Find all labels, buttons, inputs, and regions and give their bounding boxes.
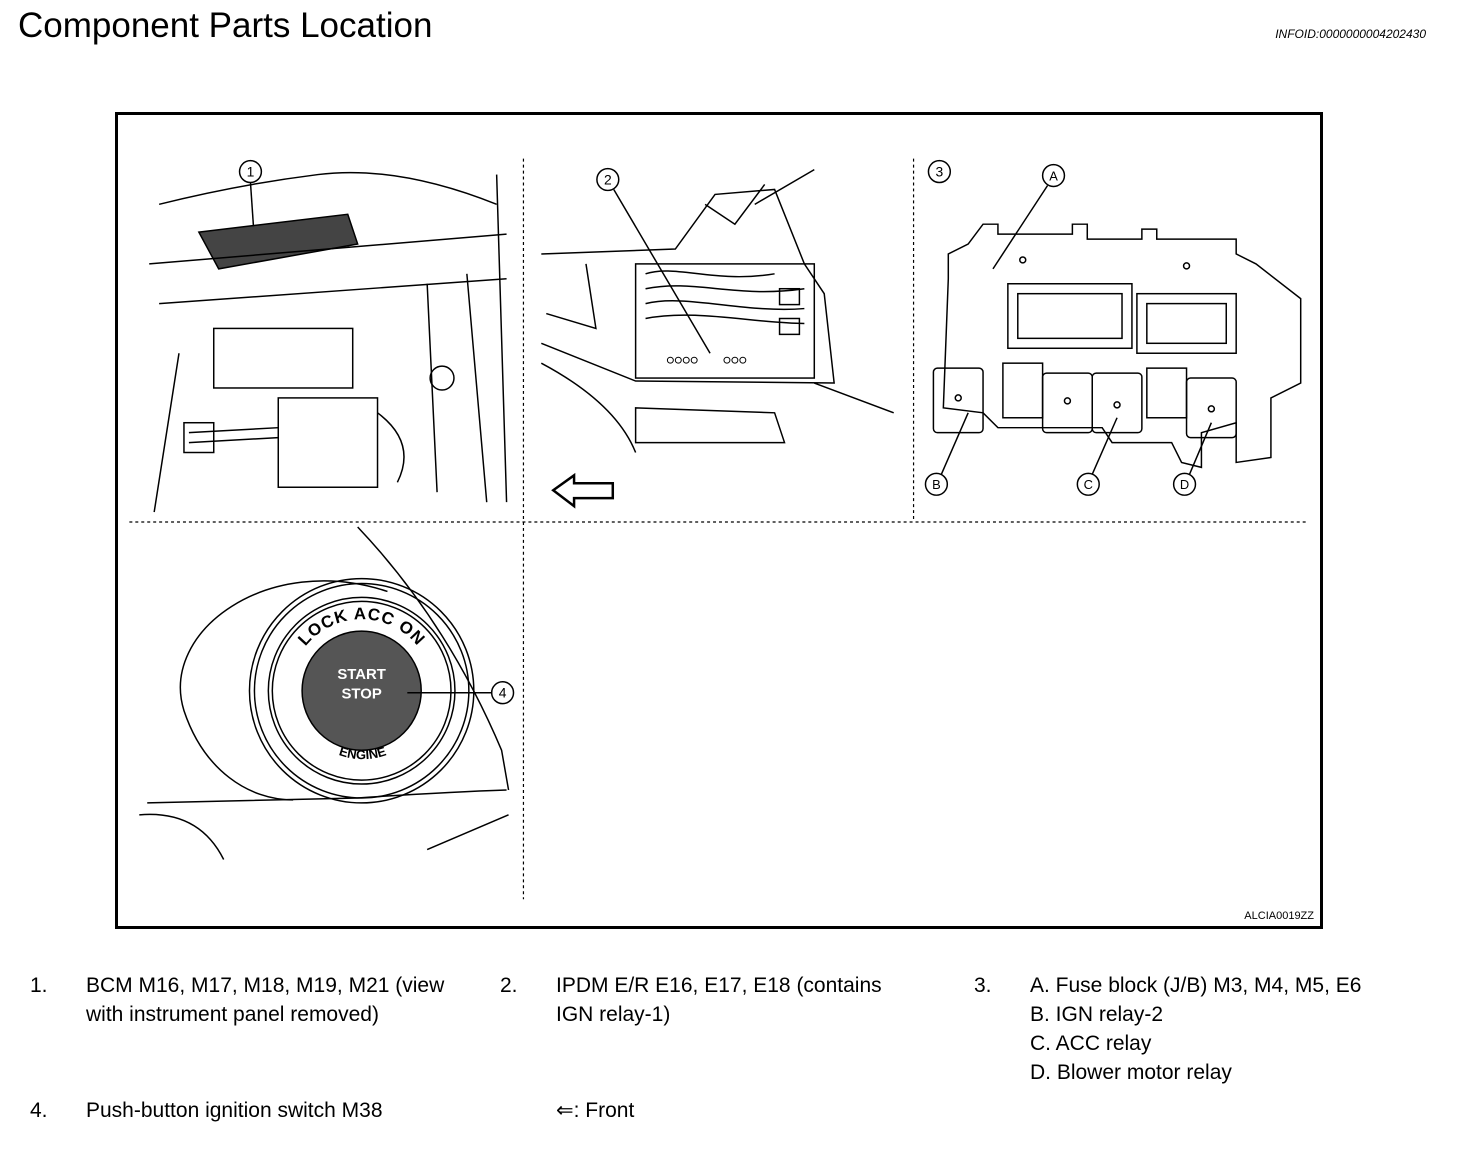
- front-arrow-icon: [551, 472, 615, 509]
- callout-c: C: [1076, 417, 1118, 496]
- legend-3-line-3: C. ACC relay: [1030, 1032, 1152, 1055]
- callout-1: 1: [238, 159, 263, 227]
- component-figure: 1 2: [115, 112, 1323, 929]
- info-id: INFOID:0000000004202430: [1275, 27, 1426, 41]
- callout-2-label: 2: [604, 171, 612, 187]
- callout-2: 2: [596, 167, 711, 354]
- legend-2-line-2: IGN relay-1): [556, 1003, 671, 1026]
- callout-4-label: 4: [499, 685, 507, 701]
- legend-3-line-1: A. Fuse block (J/B) M3, M4, M5, E6: [1030, 974, 1362, 997]
- callout-4: 4: [490, 681, 515, 705]
- callout-a: A: [992, 163, 1066, 270]
- legend-2-line-1: IPDM E/R E16, E17, E18 (contains: [556, 974, 882, 997]
- legend-1-line-2: with instrument panel removed): [86, 1003, 379, 1026]
- legend-3-number: 3.: [974, 974, 992, 997]
- panel-bcm: [149, 171, 508, 513]
- legend-3-line-2: B. IGN relay-2: [1030, 1003, 1164, 1026]
- page-title: Component Parts Location: [18, 6, 433, 45]
- callout-a-label: A: [1049, 169, 1058, 184]
- callout-d: D: [1172, 422, 1213, 496]
- legend-4-line-1: Push-button ignition switch M38: [86, 1099, 383, 1122]
- panel-ipdm: [540, 168, 894, 453]
- callout-b: B: [924, 412, 969, 496]
- callout-b-label: B: [932, 477, 941, 492]
- panel-fuse-block: [932, 223, 1302, 469]
- legend-3-line-4: D. Blower motor relay: [1030, 1061, 1232, 1084]
- legend-1-number: 1.: [30, 974, 48, 997]
- panel-dividers: [129, 158, 1307, 900]
- callout-3: 3: [927, 159, 952, 184]
- legend-1-line-1: BCM M16, M17, M18, M19, M21 (view: [86, 974, 445, 997]
- ring-bottom-label: ENGINE: [337, 743, 388, 762]
- legend-4-number: 4.: [30, 1099, 48, 1122]
- figure-illustration: 1 2: [129, 158, 1307, 900]
- button-face-start: START: [337, 667, 385, 683]
- callout-d-label: D: [1180, 477, 1189, 492]
- figure-code: ALCIA0019ZZ: [1244, 910, 1314, 922]
- panel-ignition-switch: [139, 526, 510, 860]
- callout-c-label: C: [1084, 477, 1093, 492]
- legend-front: ⇐: Front: [556, 1099, 635, 1122]
- callout-3-label: 3: [936, 164, 944, 180]
- callout-1-label: 1: [247, 164, 255, 180]
- button-face-stop: STOP: [342, 687, 382, 703]
- legend-2-number: 2.: [500, 974, 518, 997]
